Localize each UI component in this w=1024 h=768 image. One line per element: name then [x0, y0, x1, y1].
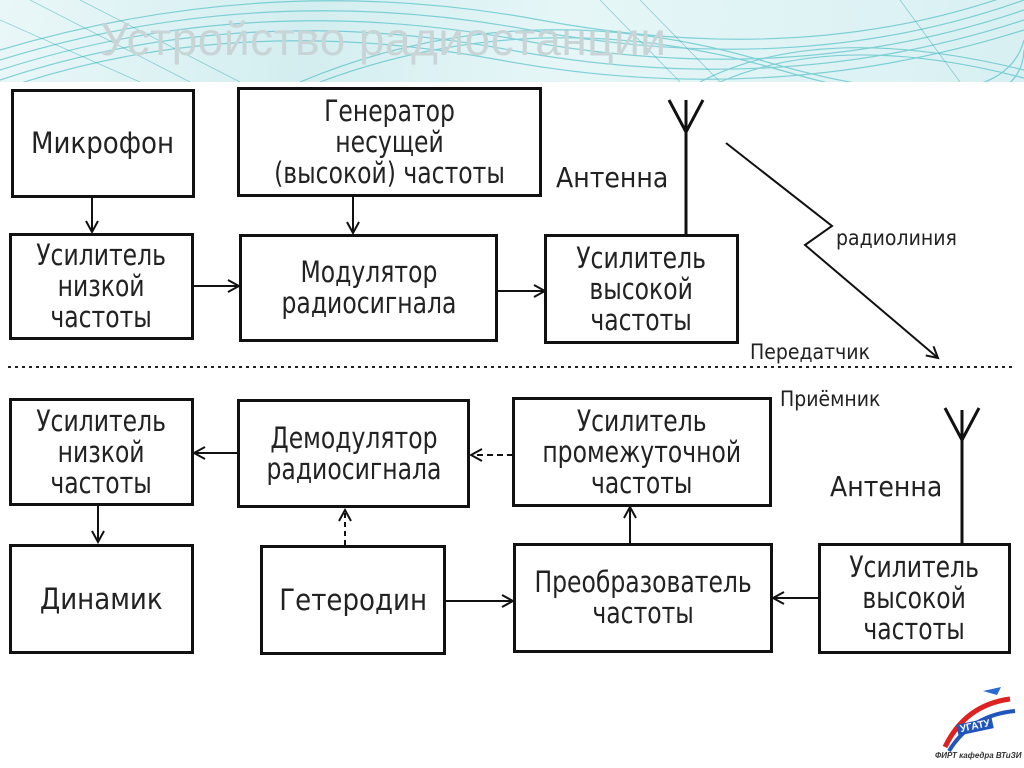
tx-antenna-icon — [667, 99, 705, 136]
tx-lf-amp-line2: низкой — [58, 269, 145, 303]
radio-link-label: радиолиния — [836, 226, 957, 250]
if-amp-line1: Усилитель — [577, 403, 707, 438]
speaker-box: Динамик — [9, 544, 194, 654]
tx-lf-amp-line3: частоты — [50, 300, 153, 334]
if-amplifier-box: Усилитель промежуточной частоты — [512, 397, 772, 507]
if-amp-line3: частоты — [591, 465, 693, 500]
rx-hf-amp-line2: высокой — [862, 581, 967, 615]
rx-antenna-icon — [943, 407, 981, 444]
tx-hf-amp-line3: частоты — [590, 302, 693, 337]
demodulator-line1: Демодулятор — [269, 420, 438, 455]
university-logo: УГАТУ ФИРТ кафедра ВТиЗИ — [935, 685, 1022, 763]
microphone-label: Микрофон — [31, 126, 175, 160]
tx-hf-amp-line2: высокой — [589, 271, 694, 306]
tx-lf-amplifier-box: Усилитель низкой частоты — [9, 233, 194, 340]
tx-antenna-label: Антенна — [556, 161, 669, 194]
rx-hf-amp-line1: Усилитель — [849, 550, 980, 584]
carrier-generator-line1: Генератор несущей — [324, 93, 455, 159]
demodulator-box: Демодулятор радиосигнала — [237, 399, 470, 508]
if-amp-line2: промежуточной — [542, 434, 742, 469]
frequency-converter-box: Преобразователь частоты — [513, 543, 773, 653]
carrier-generator-box: Генератор несущей (высокой) частоты — [237, 87, 542, 197]
rx-hf-amplifier-box: Усилитель высокой частоты — [818, 543, 1011, 654]
banner-pattern — [0, 0, 1024, 82]
tx-hf-amplifier-box: Усилитель высокой частоты — [544, 234, 739, 344]
demodulator-line2: радиосигнала — [266, 451, 441, 486]
speaker-label: Динамик — [40, 581, 163, 616]
heterodyne-label: Гетеродин — [279, 582, 427, 617]
page-title: Устройство радиостанции — [100, 13, 667, 65]
converter-line1: Преобразователь — [534, 565, 752, 599]
rx-lf-amp-line3: частоты — [50, 465, 153, 500]
title-banner: Устройство радиостанции — [0, 0, 1024, 82]
tx-lf-amp-line1: Усилитель — [36, 238, 167, 272]
modulator-box: Модулятор радиосигнала — [239, 234, 498, 342]
radio-link-arrow — [725, 142, 938, 358]
rx-antenna-label: Антенна — [830, 470, 943, 503]
tx-hf-amp-line1: Усилитель — [576, 240, 707, 275]
rx-lf-amp-line1: Усилитель — [36, 403, 167, 438]
rx-lf-amplifier-box: Усилитель низкой частоты — [9, 398, 194, 506]
logo-caption: ФИРТ кафедра ВТиЗИ — [935, 751, 1022, 760]
converter-line2: частоты — [592, 596, 694, 630]
rx-lf-amp-line2: низкой — [58, 434, 145, 469]
microphone-box: Микрофон — [11, 89, 195, 198]
transmitter-section-label: Передатчик — [750, 340, 870, 364]
modulator-line2: радиосигнала — [281, 286, 456, 320]
carrier-generator-line2: (высокой) частоты — [274, 155, 505, 190]
rx-hf-amp-line3: частоты — [863, 612, 966, 646]
heterodyne-box: Гетеродин — [260, 545, 446, 655]
receiver-section-label: Приёмник — [780, 387, 881, 411]
modulator-line1: Модулятор — [300, 255, 437, 289]
